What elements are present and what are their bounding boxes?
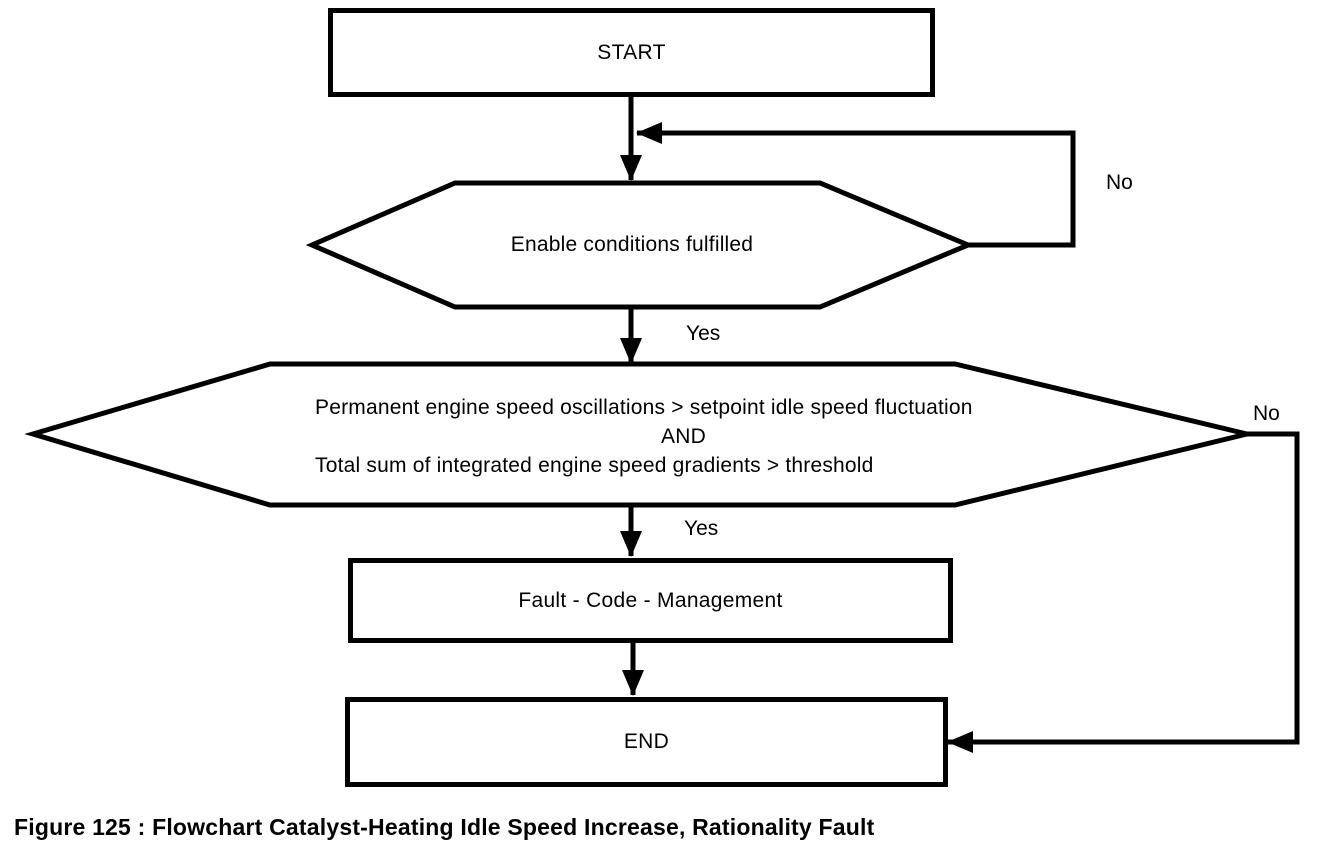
oscillation-check-line-1: Permanent engine speed oscillations > se…: [315, 396, 973, 419]
start-node-label: START: [597, 40, 666, 64]
edge-label-oscillation-yes: Yes: [684, 517, 719, 540]
oscillation-check-label: Permanent engine speed oscillations > se…: [315, 393, 1052, 480]
fault-code-management-label: Fault - Code - Management: [518, 588, 783, 612]
enable-conditions-label: Enable conditions fulfilled: [412, 185, 852, 305]
end-node-label: END: [623, 730, 670, 753]
connector-oscillation-no-to-end: [947, 431, 1300, 753]
edge-label-enable-yes: Yes: [686, 322, 721, 345]
start-node: START: [328, 8, 935, 97]
oscillation-check-line-3: Total sum of integrated engine speed gra…: [315, 454, 874, 477]
edge-label-oscillation-no: No: [1253, 402, 1280, 425]
enable-conditions-text: Enable conditions fulfilled: [510, 233, 754, 256]
oscillation-check-line-2: AND: [661, 425, 706, 448]
figure-caption: Figure 125 : Flowchart Catalyst-Heating …: [14, 814, 875, 840]
fault-code-management-node: Fault - Code - Management: [348, 558, 953, 643]
end-node: END: [345, 697, 948, 787]
connector-enable-no-loop: [636, 122, 1076, 248]
edge-label-enable-no: No: [1106, 171, 1133, 194]
